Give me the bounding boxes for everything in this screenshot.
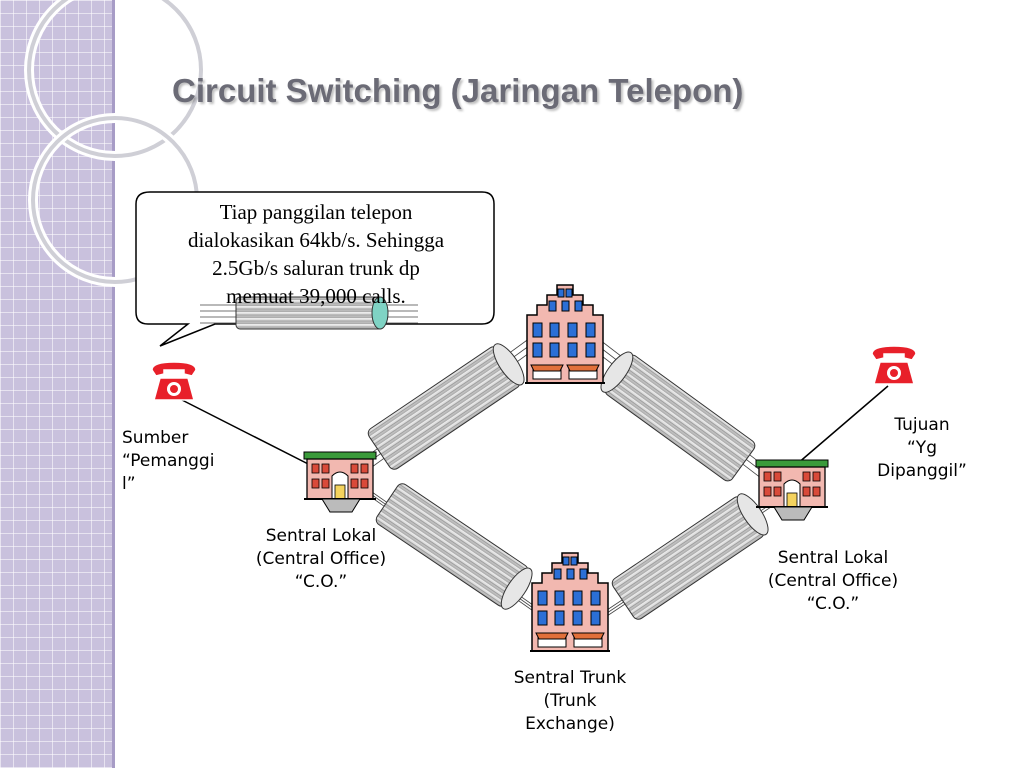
central-office-right-line: Sentral Lokal [777,548,889,568]
source-phone-wire [181,399,321,471]
trunk-exchange-label: Sentral Trunk (Trunk Exchange) [484,667,656,736]
trunk-exchange-line: Exchange) [525,714,615,734]
small-office-icon [755,459,829,508]
central-office-left-line: “C.O.” [294,572,348,592]
telephone-icon [151,361,197,401]
central-office-left-label: Sentral Lokal (Central Office) “C.O.” [222,525,420,594]
source-label-line: l” [122,474,136,494]
destination-label-line: Dipanggil” [877,461,967,481]
destination-label-line: “Yg [907,438,937,458]
sidebar-edge [112,0,115,768]
office-base [773,506,813,521]
source-label-line: Sumber [122,428,189,448]
trunk-cable-icon [235,296,769,620]
office-building-icon [529,552,611,652]
callout-text: Tiap panggilan telepon dialokasikan 64kb… [146,198,486,310]
office-base [321,498,361,513]
central-office-right-line: (Central Office) [767,571,899,591]
callout-line: dialokasikan 64kb/s. Sehingga [187,228,445,252]
central-office-left-line: Sentral Lokal [265,526,377,546]
central-office-right-label: Sentral Lokal (Central Office) “C.O.” [734,547,932,616]
central-office-right-line: “C.O.” [806,594,860,614]
destination-label-line: Tujuan [894,415,950,435]
telephone-icon [871,345,917,385]
callout-line: Tiap panggilan telepon [219,200,413,224]
slide-title: Circuit Switching (Jaringan Telepon) [172,72,744,109]
central-office-left-line: (Central Office) [255,549,387,569]
source-label-line: “Pemanggi [122,451,215,471]
callout-bubble [135,191,495,347]
trunk-exchange-line: Sentral Trunk [513,668,627,688]
source-label: Sumber “Pemanggi l” [122,427,232,496]
trunk-exchange-line: (Trunk [543,691,597,711]
callout-line: memuat 39,000 calls. [226,284,406,308]
small-office-icon [303,451,377,500]
callout-line: 2.5Gb/s saluran trunk dp [212,256,420,280]
destination-phone-wire [789,385,889,471]
office-building-icon [524,284,606,384]
destination-label: Tujuan “Yg Dipanggil” [862,414,982,483]
